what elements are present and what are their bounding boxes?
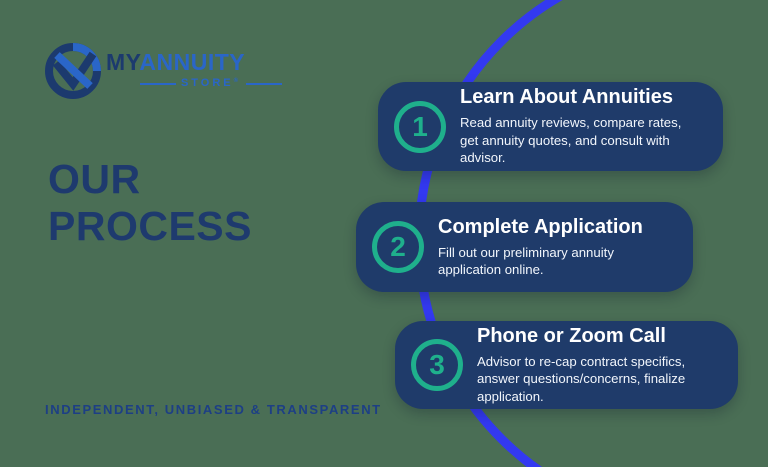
step-description: Fill out our preliminary annuity applica… bbox=[438, 244, 614, 277]
logo-name-annuity: ANNUITY bbox=[139, 49, 246, 75]
tagline: INDEPENDENT, UNBIASED & TRANSPARENT bbox=[45, 402, 382, 417]
logo-store-row: STORE® bbox=[140, 78, 282, 89]
step-card-2: 2 Complete Application Fill out our prel… bbox=[356, 202, 693, 292]
my-annuity-store-logo-icon bbox=[45, 43, 101, 99]
step-text: Phone or Zoom Call Advisor to re-cap con… bbox=[477, 325, 718, 405]
step-number-badge: 3 bbox=[411, 339, 463, 391]
logo-text: MYANNUITY STORE® bbox=[106, 51, 282, 89]
step-number-badge: 1 bbox=[394, 100, 446, 153]
step-text: Learn About Annuities Read annuity revie… bbox=[460, 86, 703, 166]
logo: MYANNUITY STORE® bbox=[42, 40, 282, 100]
page-title: OUR PROCESS bbox=[48, 156, 252, 250]
step-number: 3 bbox=[429, 349, 445, 380]
step-title: Complete Application bbox=[438, 215, 643, 238]
step-card-3: 3 Phone or Zoom Call Advisor to re-cap c… bbox=[395, 321, 738, 409]
registered-mark: ® bbox=[233, 78, 242, 84]
logo-store-line-right bbox=[246, 82, 282, 85]
step-number: 1 bbox=[412, 110, 428, 142]
step-description: Read annuity reviews, compare rates, get… bbox=[460, 115, 682, 166]
logo-store-line-left bbox=[140, 82, 176, 85]
logo-name: MYANNUITY bbox=[106, 51, 282, 74]
page-title-line1: OUR bbox=[48, 156, 141, 202]
step-title: Learn About Annuities bbox=[460, 86, 673, 109]
step-number: 2 bbox=[390, 231, 406, 262]
step-title: Phone or Zoom Call bbox=[477, 324, 666, 347]
logo-name-my: MY bbox=[106, 49, 140, 75]
logo-store-label: STORE® bbox=[180, 77, 242, 89]
page-title-line2: PROCESS bbox=[48, 203, 252, 250]
step-text: Complete Application Fill out our prelim… bbox=[438, 216, 673, 279]
step-card-1: 1 Learn About Annuities Read annuity rev… bbox=[378, 82, 723, 171]
step-number-badge: 2 bbox=[372, 221, 424, 273]
step-description: Advisor to re-cap contract specifics, an… bbox=[477, 353, 686, 404]
